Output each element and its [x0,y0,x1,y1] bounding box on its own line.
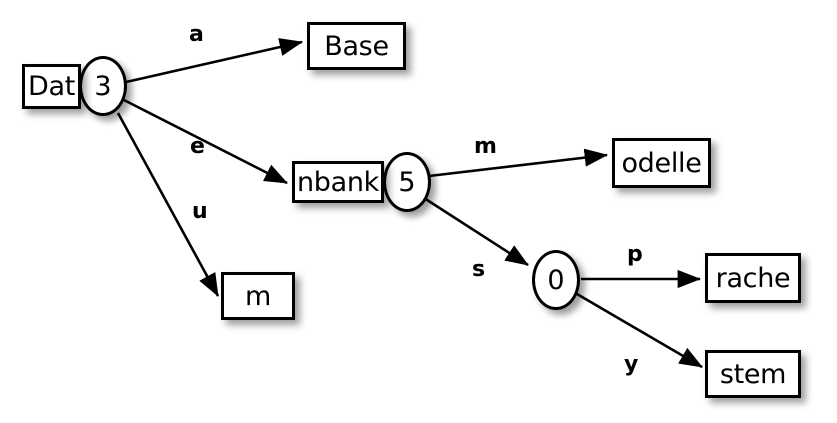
node-odelle-label: odelle [621,147,702,179]
edge-label-s: s [472,257,486,282]
node-nbank-label: nbank [296,166,380,198]
node-dat[interactable]: Dat [22,64,81,109]
edge-label-u: u [192,199,208,224]
edge-s [423,196,529,267]
state-marker-3[interactable]: 3 [79,56,127,116]
edge-label-a: a [189,22,204,47]
node-nbank[interactable]: nbank [292,161,384,203]
node-m[interactable]: m [221,272,295,320]
node-odelle[interactable]: odelle [612,138,711,188]
edge-label-m: m [474,134,497,159]
state-marker-5-label: 5 [398,166,416,198]
node-base-label: Base [324,30,389,62]
node-base[interactable]: Base [307,22,406,70]
edge-u [116,112,220,297]
edge-y [576,292,703,369]
edge-label-p: p [627,242,643,267]
node-dat-label: Dat [27,71,76,102]
state-marker-3-label: 3 [94,70,112,102]
node-stem[interactable]: stem [705,350,801,398]
state-marker-5[interactable]: 5 [383,152,431,212]
node-zero-label: 0 [547,264,565,296]
node-rache[interactable]: rache [705,253,801,303]
edge-label-y: y [624,352,639,377]
node-zero[interactable]: 0 [532,250,580,310]
edge-a [125,38,304,84]
node-stem-label: stem [719,358,787,390]
edge-label-e: e [190,134,205,159]
edge-e [123,98,288,185]
node-rache-label: rache [715,262,791,294]
edge-m [428,148,609,178]
node-m-label: m [244,280,271,312]
